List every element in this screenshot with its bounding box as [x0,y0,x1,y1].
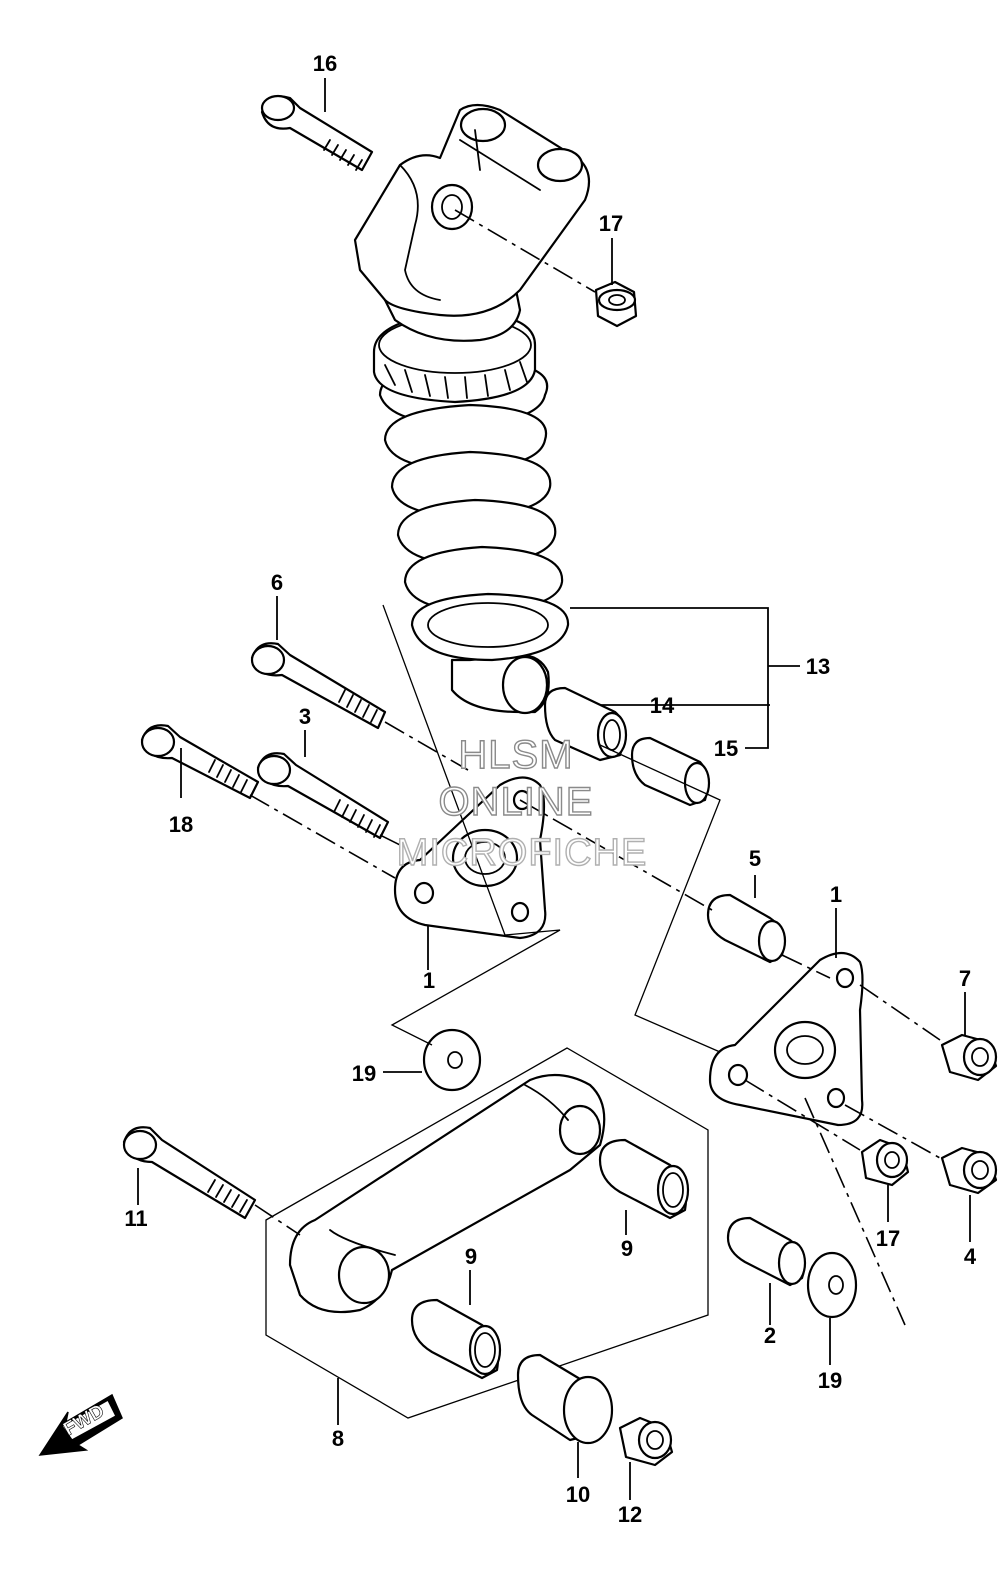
watermark: HLSM ONLINE MICROFICHE [396,732,648,874]
callout-9-lower: 9 [465,1244,477,1269]
callout-11: 11 [124,1206,147,1231]
leader-lines [137,78,971,1500]
washer-19-right [806,1251,858,1319]
assembly-centerlines [249,209,941,1326]
cushion-lever-plate-1-right [708,951,864,1127]
bolt-3 [256,752,390,840]
cushion-rod [288,1073,606,1314]
washer-19-left [422,1028,482,1092]
callout-9-upper: 9 [621,1236,633,1261]
bolt-6 [250,642,387,730]
bushing-5 [706,893,787,964]
watermark-line-1: HLSM [458,733,573,777]
callout-1-left: 1 [423,968,435,993]
cushion-rod-assembly-outline [265,1047,709,1419]
callout-19-right: 19 [818,1368,842,1393]
forward-direction-arrow: FWD [38,1393,123,1456]
link-frame-lines [382,604,721,1053]
callout-16: 16 [313,51,337,76]
watermark-line-2: ONLINE [439,780,594,824]
callout-labels: 16 17 6 13 14 3 15 18 5 1 1 7 19 11 17 9… [124,51,977,1527]
callout-19-left: 19 [352,1061,376,1086]
callout-5: 5 [749,846,761,871]
collar-14 [543,686,628,762]
bearing-9-lower [410,1298,502,1380]
bearing-9-upper [598,1138,690,1220]
bushing-15 [630,736,711,807]
nut-17-top [594,280,638,328]
callout-17-top: 17 [599,211,623,236]
callout-1-right: 1 [830,882,842,907]
callout-15: 15 [714,736,738,761]
callout-10: 10 [566,1482,590,1507]
bolt-16 [260,94,374,172]
bolt-18 [140,724,260,800]
callout-8: 8 [332,1426,344,1451]
callout-4: 4 [964,1244,977,1269]
rear-shock-absorber [353,103,591,715]
callout-6: 6 [271,570,283,595]
nut-12 [618,1416,674,1467]
callout-13: 13 [806,654,830,679]
watermark-line-3: MICROFICHE [397,832,648,874]
nut-17-right [860,1138,910,1187]
bolt-11 [122,1126,257,1220]
callout-7: 7 [959,966,971,991]
callout-14: 14 [650,693,675,718]
nut-7 [940,1033,998,1082]
cushion-lever-plate-1-left [393,776,547,940]
bushing-2 [726,1216,807,1287]
callout-2: 2 [764,1323,776,1348]
callout-3: 3 [299,704,311,729]
nut-4 [940,1146,998,1195]
callout-12: 12 [618,1502,642,1527]
sleeve-10 [516,1353,614,1445]
callout-18: 18 [169,812,193,837]
callout-17-right: 17 [876,1226,900,1251]
